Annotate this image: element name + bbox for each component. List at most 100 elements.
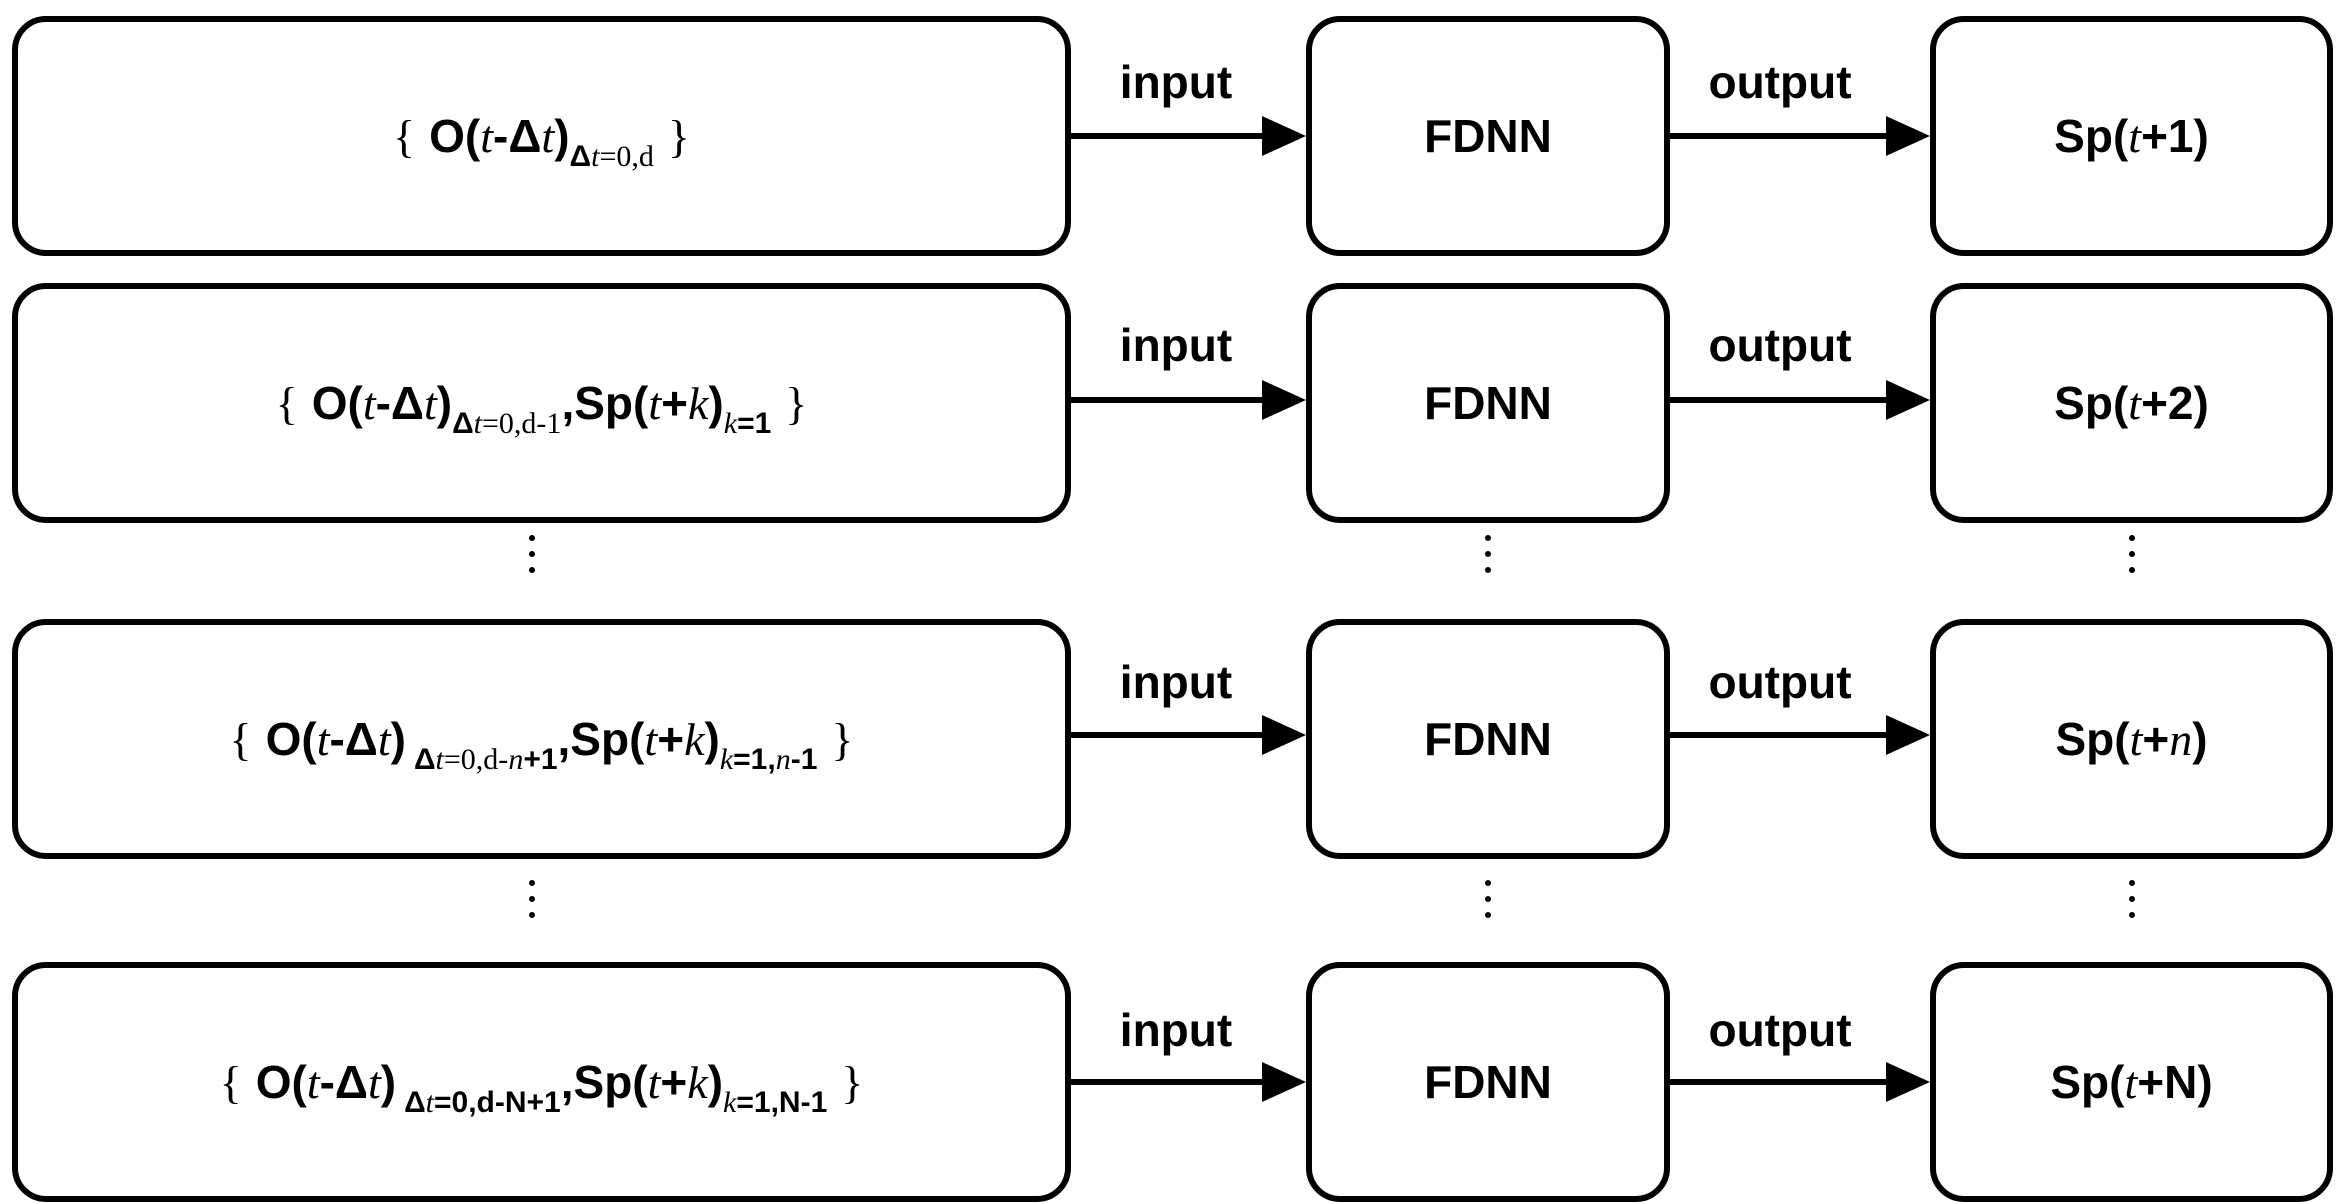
input-set-box-n: {O(t-Δt)Δt=0,d-n+1,Sp(t+k)k=1,n-1} — [12, 619, 1071, 859]
row-0-arrows — [1071, 116, 1930, 156]
sub-var: t — [591, 140, 600, 173]
formula-part: ,Sp( — [557, 713, 645, 765]
formula-part: ) — [707, 1056, 724, 1108]
formula-part: +2) — [2141, 377, 2209, 429]
formula-var: k — [687, 1057, 708, 1108]
formula-part: Sp( — [2054, 377, 2129, 429]
ellipsis-vertical-icon — [1468, 535, 1508, 583]
output-formula: Sp(t+2) — [2054, 376, 2209, 430]
formula-part: O( — [265, 713, 317, 765]
formula-subscript: Δt=0,d-1 — [452, 407, 561, 440]
output-arrowhead — [1886, 116, 1930, 156]
formula-subscript: Δt=0,d — [570, 140, 654, 173]
formula-part: ) — [2192, 713, 2208, 765]
input-set-box-2: {O(t-Δt)Δt=0,d-1,Sp(t+k)k=1} — [12, 283, 1071, 523]
output-arrowhead — [1886, 380, 1930, 420]
output-formula: Sp(t+N) — [2050, 1055, 2212, 1109]
formula-subscript: k=1 — [724, 407, 772, 440]
formula-part: ) — [380, 1056, 397, 1108]
formula-var: t — [316, 714, 330, 765]
row-3-arrows — [1071, 1062, 1930, 1102]
formula-part: ) — [390, 713, 406, 765]
sub-var: t — [425, 1086, 435, 1119]
input-arrowhead — [1262, 1062, 1306, 1102]
sub-part: Δ — [569, 140, 592, 173]
input-label: input — [1119, 56, 1233, 108]
brace-open: { — [275, 378, 298, 429]
formula-part: ) — [436, 377, 453, 429]
brace-open: { — [229, 714, 252, 765]
formula-var: t — [2124, 1057, 2138, 1108]
output-formula: Sp(t+n) — [2055, 712, 2207, 766]
sub-part: +1 — [523, 743, 558, 776]
formula-part: ,Sp( — [560, 1056, 648, 1108]
formula-part: O( — [255, 1056, 307, 1108]
fdnn-box-N: FDNN — [1306, 962, 1670, 1202]
formula-part: -Δ — [319, 1056, 368, 1108]
sub-part: =0,d-N+1 — [434, 1086, 561, 1119]
sub-part: =1, — [733, 743, 776, 776]
formula-subscript: Δt=0,d-N+1 — [404, 1086, 561, 1119]
formula-var: t — [377, 714, 391, 765]
formula-part: + — [660, 1056, 688, 1108]
fdnn-label: FDNN — [1424, 377, 1552, 429]
sub-var: k — [719, 743, 734, 776]
formula-part: +1) — [2141, 110, 2209, 162]
formula-var: t — [2128, 111, 2142, 162]
input-set-formula: {O(t-Δt)Δt=0,d-N+1,Sp(t+k)k=1,N-1} — [206, 1055, 878, 1119]
formula-var: t — [644, 714, 658, 765]
brace-close: } — [785, 378, 808, 429]
formula-var: t — [362, 378, 376, 429]
input-set-box-1: {O(t-Δt)Δt=0,d} — [12, 16, 1071, 256]
formula-var: t — [2129, 714, 2143, 765]
formula-part: -Δ — [329, 713, 378, 765]
row-2-arrows — [1071, 715, 1930, 755]
input-set-formula: {O(t-Δt)Δt=0,d-1,Sp(t+k)k=1} — [262, 376, 822, 440]
formula-part: -Δ — [375, 377, 424, 429]
formula-part: Sp( — [2050, 1056, 2125, 1108]
output-box-1: Sp(t+1) — [1930, 16, 2333, 256]
formula-part: ) — [554, 110, 570, 162]
formula-var: n — [2169, 714, 2193, 765]
ellipsis-vertical-icon — [1468, 880, 1508, 928]
sub-part: Δ — [413, 743, 436, 776]
formula-part: +N) — [2137, 1056, 2213, 1108]
input-arrowhead — [1262, 715, 1306, 755]
formula-subscript: k=1,N-1 — [723, 1086, 827, 1119]
output-box-2: Sp(t+2) — [1930, 283, 2333, 523]
brace-open: { — [393, 111, 416, 162]
sub-var: k — [723, 407, 738, 440]
fdnn-label: FDNN — [1424, 713, 1552, 765]
input-arrowhead — [1262, 380, 1306, 420]
sub-part: Δ — [404, 1086, 426, 1119]
row-1-arrows — [1071, 380, 1930, 420]
sub-part: Δ — [452, 407, 474, 440]
brace-close: } — [667, 111, 690, 162]
formula-part: + — [661, 377, 688, 429]
formula-var: t — [648, 378, 662, 429]
sub-var: t — [435, 743, 444, 776]
sub-part: =1,N-1 — [736, 1086, 828, 1119]
formula-part: ) — [704, 713, 720, 765]
sub-var: k — [723, 1086, 737, 1119]
formula-part: + — [2142, 713, 2170, 765]
sub-part: =0,d-1 — [482, 407, 562, 440]
output-box-n: Sp(t+n) — [1930, 619, 2333, 859]
fdnn-label: FDNN — [1424, 1056, 1552, 1108]
output-box-N: Sp(t+N) — [1930, 962, 2333, 1202]
formula-var: k — [687, 378, 709, 429]
input-label: input — [1119, 319, 1233, 371]
input-label: input — [1119, 656, 1233, 708]
sub-part: -1 — [790, 743, 818, 776]
sub-part: =0,d- — [443, 743, 509, 776]
formula-part: ,Sp( — [561, 377, 649, 429]
formula-part: + — [657, 713, 685, 765]
formula-var: t — [647, 1057, 661, 1108]
formula-var: t — [541, 111, 555, 162]
formula-part: O( — [311, 377, 363, 429]
output-label: output — [1708, 319, 1852, 371]
output-label: output — [1708, 56, 1852, 108]
output-arrowhead — [1886, 715, 1930, 755]
formula-part: Sp( — [2054, 110, 2129, 162]
input-set-box-N: {O(t-Δt)Δt=0,d-N+1,Sp(t+k)k=1,N-1} — [12, 962, 1071, 1202]
